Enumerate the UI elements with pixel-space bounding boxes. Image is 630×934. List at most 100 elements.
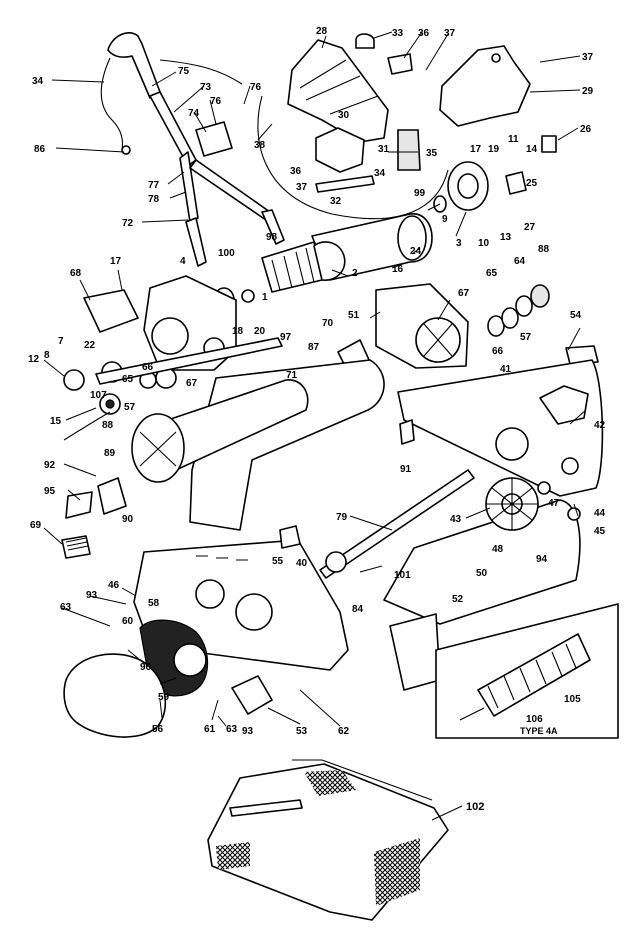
- callout-50: 50: [476, 568, 488, 579]
- switch-housing: [287, 39, 389, 143]
- tine-rows: [487, 643, 577, 709]
- grass-box-mesh-right: [374, 838, 420, 906]
- callout-94: 94: [536, 554, 548, 565]
- switch-cover: [439, 45, 531, 127]
- washer-67: [487, 315, 505, 337]
- callout-106: 106: [526, 714, 543, 725]
- callout-42: 42: [594, 420, 606, 431]
- callout-73: 73: [200, 82, 212, 93]
- nut-88: [530, 284, 550, 308]
- switch-cover-screw-hole: [491, 53, 501, 63]
- callout-78: 78: [148, 194, 160, 205]
- grass-box-rim: [292, 759, 433, 801]
- armature-washer: [241, 289, 255, 303]
- leader-lines: [43, 31, 587, 821]
- callout-100: 100: [218, 248, 235, 259]
- front-cover-assembly: [61, 477, 441, 738]
- brush-connector: [541, 135, 557, 153]
- callout-45: 45: [594, 526, 606, 537]
- armature-windings: [271, 247, 315, 291]
- callout-76: 76: [250, 82, 262, 93]
- nut-45: [567, 507, 581, 521]
- callout-46: 46: [108, 580, 120, 591]
- callout-93: 93: [86, 590, 98, 601]
- callout-labels: 28 33 36 37 37 29 34 75 73 76 76 74 38 3…: [28, 26, 606, 813]
- callout-11: 11: [508, 134, 519, 145]
- callout-74: 74: [188, 108, 200, 119]
- callout-17: 17: [470, 144, 482, 155]
- callout-9: 9: [442, 214, 448, 225]
- handle-cable-loop: [159, 59, 243, 85]
- callout-33: 33: [392, 28, 404, 39]
- main-body: [95, 337, 604, 625]
- cam-wheel: [63, 369, 85, 391]
- end-cap-56: [63, 653, 166, 738]
- side-plate-41: [397, 359, 604, 497]
- callout-10: 10: [478, 238, 490, 249]
- callout-28: 28: [316, 26, 328, 37]
- gear-housing-right: [337, 283, 599, 373]
- callout-79: 79: [336, 512, 348, 523]
- callout-93: 93: [242, 726, 254, 737]
- callout-107: 107: [90, 390, 107, 401]
- handle-cable: [100, 57, 124, 151]
- gear-107-center: [105, 399, 115, 409]
- callout-77: 77: [148, 180, 160, 191]
- callout-64: 64: [514, 256, 526, 267]
- callout-41: 41: [500, 364, 512, 375]
- callout-101: 101: [394, 570, 411, 581]
- cover-hole-mid: [235, 593, 273, 631]
- end-plate-spokes: [423, 323, 453, 357]
- pedal-treads: [65, 537, 89, 551]
- callout-53: 53: [296, 726, 308, 737]
- callout-52: 52: [452, 594, 464, 605]
- callout-56: 56: [152, 724, 164, 735]
- callout-92: 92: [44, 460, 56, 471]
- callout-105: 105: [564, 694, 581, 705]
- callout-88: 88: [538, 244, 550, 255]
- grass-box-mesh-top: [304, 770, 356, 796]
- callout-34: 34: [374, 168, 386, 179]
- callout-86: 86: [34, 144, 46, 155]
- bracket-53: [231, 675, 273, 715]
- callout-14: 14: [526, 144, 538, 155]
- callout-44: 44: [594, 508, 606, 519]
- callout-95: 95: [44, 486, 56, 497]
- roller-end: [131, 413, 185, 483]
- pulley-61: [173, 643, 207, 677]
- callout-57: 57: [124, 402, 136, 413]
- roller-cylinder: [149, 379, 309, 471]
- callout-16: 16: [392, 264, 404, 275]
- callout-68: 68: [70, 268, 82, 279]
- rotor-axle: [459, 707, 485, 721]
- handle-bar-left: [179, 151, 199, 223]
- switch-clip: [387, 53, 413, 75]
- cover-vents: [196, 555, 248, 561]
- callout-67: 67: [458, 288, 470, 299]
- tine-rotor-105: [477, 633, 591, 717]
- callout-63: 63: [60, 602, 72, 613]
- roller-end-spokes: [139, 431, 177, 467]
- grass-box-102: [207, 759, 449, 921]
- callout-31: 31: [378, 144, 390, 155]
- washer-64: [515, 295, 533, 317]
- cable-clip: [121, 145, 131, 155]
- callout-91: 91: [400, 464, 412, 475]
- bearing-66: [501, 307, 519, 329]
- callout-70: 70: [322, 318, 334, 329]
- callout-89: 89: [104, 448, 116, 459]
- callout-43: 43: [450, 514, 462, 525]
- mount-55: [279, 525, 301, 549]
- callout-3: 3: [456, 238, 462, 249]
- callout-13: 13: [500, 232, 512, 243]
- field-coil: [313, 241, 346, 281]
- clip-95: [65, 491, 93, 519]
- callout-72: 72: [122, 218, 134, 229]
- callout-54: 54: [570, 310, 582, 321]
- type-4a-inset: TYPE 4A: [435, 603, 619, 739]
- callout-59: 59: [158, 692, 170, 703]
- callout-24: 24: [410, 246, 422, 257]
- side-plate-hole: [495, 427, 529, 461]
- callout-71: 71: [286, 370, 298, 381]
- callout-96: 96: [140, 662, 152, 673]
